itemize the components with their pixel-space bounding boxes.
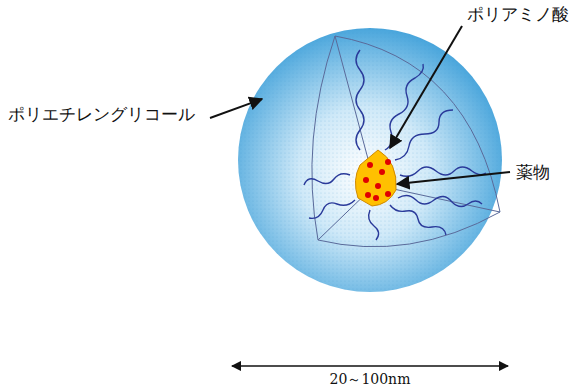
part-label: 薬物 — [516, 162, 550, 182]
peg-chains — [304, 50, 486, 240]
leader-polyamino-acid — [390, 26, 462, 148]
drug-dots — [363, 159, 391, 201]
dimension-arrow — [232, 365, 508, 367]
leader-lines — [210, 26, 510, 366]
octant-cut-lines — [312, 36, 500, 247]
sphere-texture — [238, 28, 502, 292]
part-label: ポリアミノ酸 — [467, 4, 569, 24]
leader-peg — [210, 99, 262, 118]
dimension-label: 20～100nm — [330, 371, 411, 388]
polyamino-acid-core — [355, 150, 396, 206]
leader-drug — [397, 172, 510, 184]
peg-shell-sphere — [238, 28, 502, 292]
part-label: ポリエチレングリコール — [8, 104, 195, 124]
